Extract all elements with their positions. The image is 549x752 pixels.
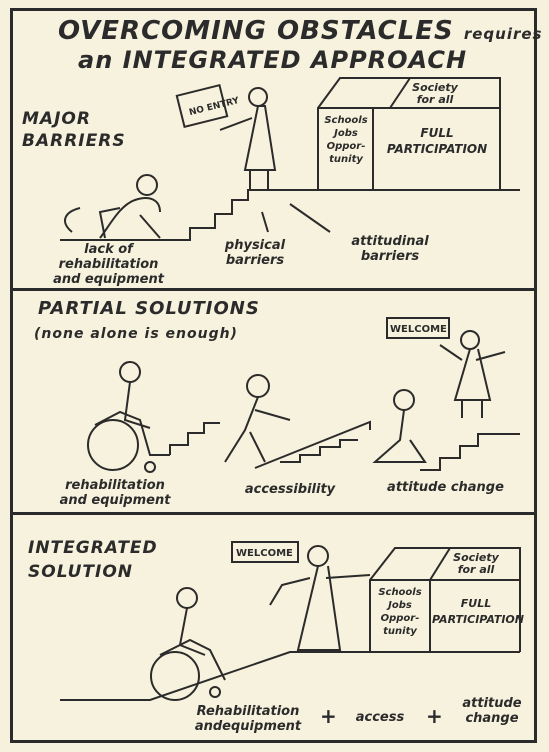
ramp [254, 420, 371, 469]
house3-right-text: FULL PARTICIPATION [432, 597, 524, 626]
welcome-sign-3 [231, 541, 299, 563]
formula-attitude-change: attitude change [462, 696, 522, 726]
partial-stairs-1 [169, 422, 220, 455]
no-entry-sign-text: NO ENTRY [188, 96, 240, 118]
welcome-woman-head-3 [307, 545, 329, 567]
welcome-sign-2 [386, 317, 450, 339]
sitting-person-head [393, 389, 415, 411]
label-accessibility: accessibility [244, 482, 336, 497]
welcome-sign-2-text: WELCOME [390, 324, 447, 335]
label-lack-of-rehabilitation: lack of rehabilitation and equipment [53, 242, 164, 287]
wheelchair-user-head-2 [176, 587, 198, 609]
house1-left-text: Schools Jobs Oppor- tunity [324, 115, 368, 165]
integrated-ramp-ground [60, 651, 520, 701]
welcome-sign-3-text: WELCOME [236, 548, 293, 559]
house-outline-1 [317, 77, 501, 190]
formula-plus-1: + [320, 704, 338, 728]
partial-stairs-3 [420, 433, 520, 471]
section-divider-2 [10, 512, 537, 515]
title-line2: an INTEGRATED APPROACH [78, 46, 468, 74]
standing-person-head [248, 87, 268, 107]
title-line1: OVERCOMING OBSTACLES requires [58, 16, 543, 46]
house-outline-3 [369, 547, 521, 652]
wheelchair-wheel-2 [150, 651, 200, 701]
label-attitude-change: attitude change [387, 480, 504, 495]
formula-plus-2: + [426, 704, 444, 728]
formula-rehabilitation: Rehabilitation andequipment [194, 704, 302, 734]
major-barriers-heading: MAJOR BARRIERS [22, 109, 126, 151]
label-physical-barriers: physical barriers [224, 238, 286, 268]
no-entry-sign [175, 83, 229, 129]
welcome-woman-head-2 [460, 330, 480, 350]
barrier-stairs [60, 189, 520, 241]
ramp-person-head [246, 374, 270, 398]
house3-left-text: Schools Jobs Oppor- tunity [378, 587, 422, 637]
crawling-person [99, 197, 161, 239]
integrated-solution-heading: INTEGRATED SOLUTION [28, 538, 158, 582]
crawling-person-head [136, 174, 158, 196]
house3-roof-text: Society for all [453, 551, 499, 576]
house1-roof-text: Society for all [412, 81, 458, 106]
partial-solutions-heading: PARTIAL SOLUTIONS [38, 298, 260, 319]
poster-frame [10, 8, 537, 743]
partial-solutions-subheading: (none alone is enough) [34, 326, 238, 342]
house1-right-text: FULL PARTICIPATION [386, 126, 488, 156]
formula-access: access [355, 710, 405, 725]
label-attitudinal-barriers: attitudinal barriers [351, 234, 429, 264]
label-rehabilitation-equipment: rehabilitation and equipment [59, 478, 171, 508]
section-divider-1 [10, 288, 537, 291]
wheelchair-wheel-1 [87, 419, 139, 471]
wheelchair-user-head-1 [119, 361, 141, 383]
